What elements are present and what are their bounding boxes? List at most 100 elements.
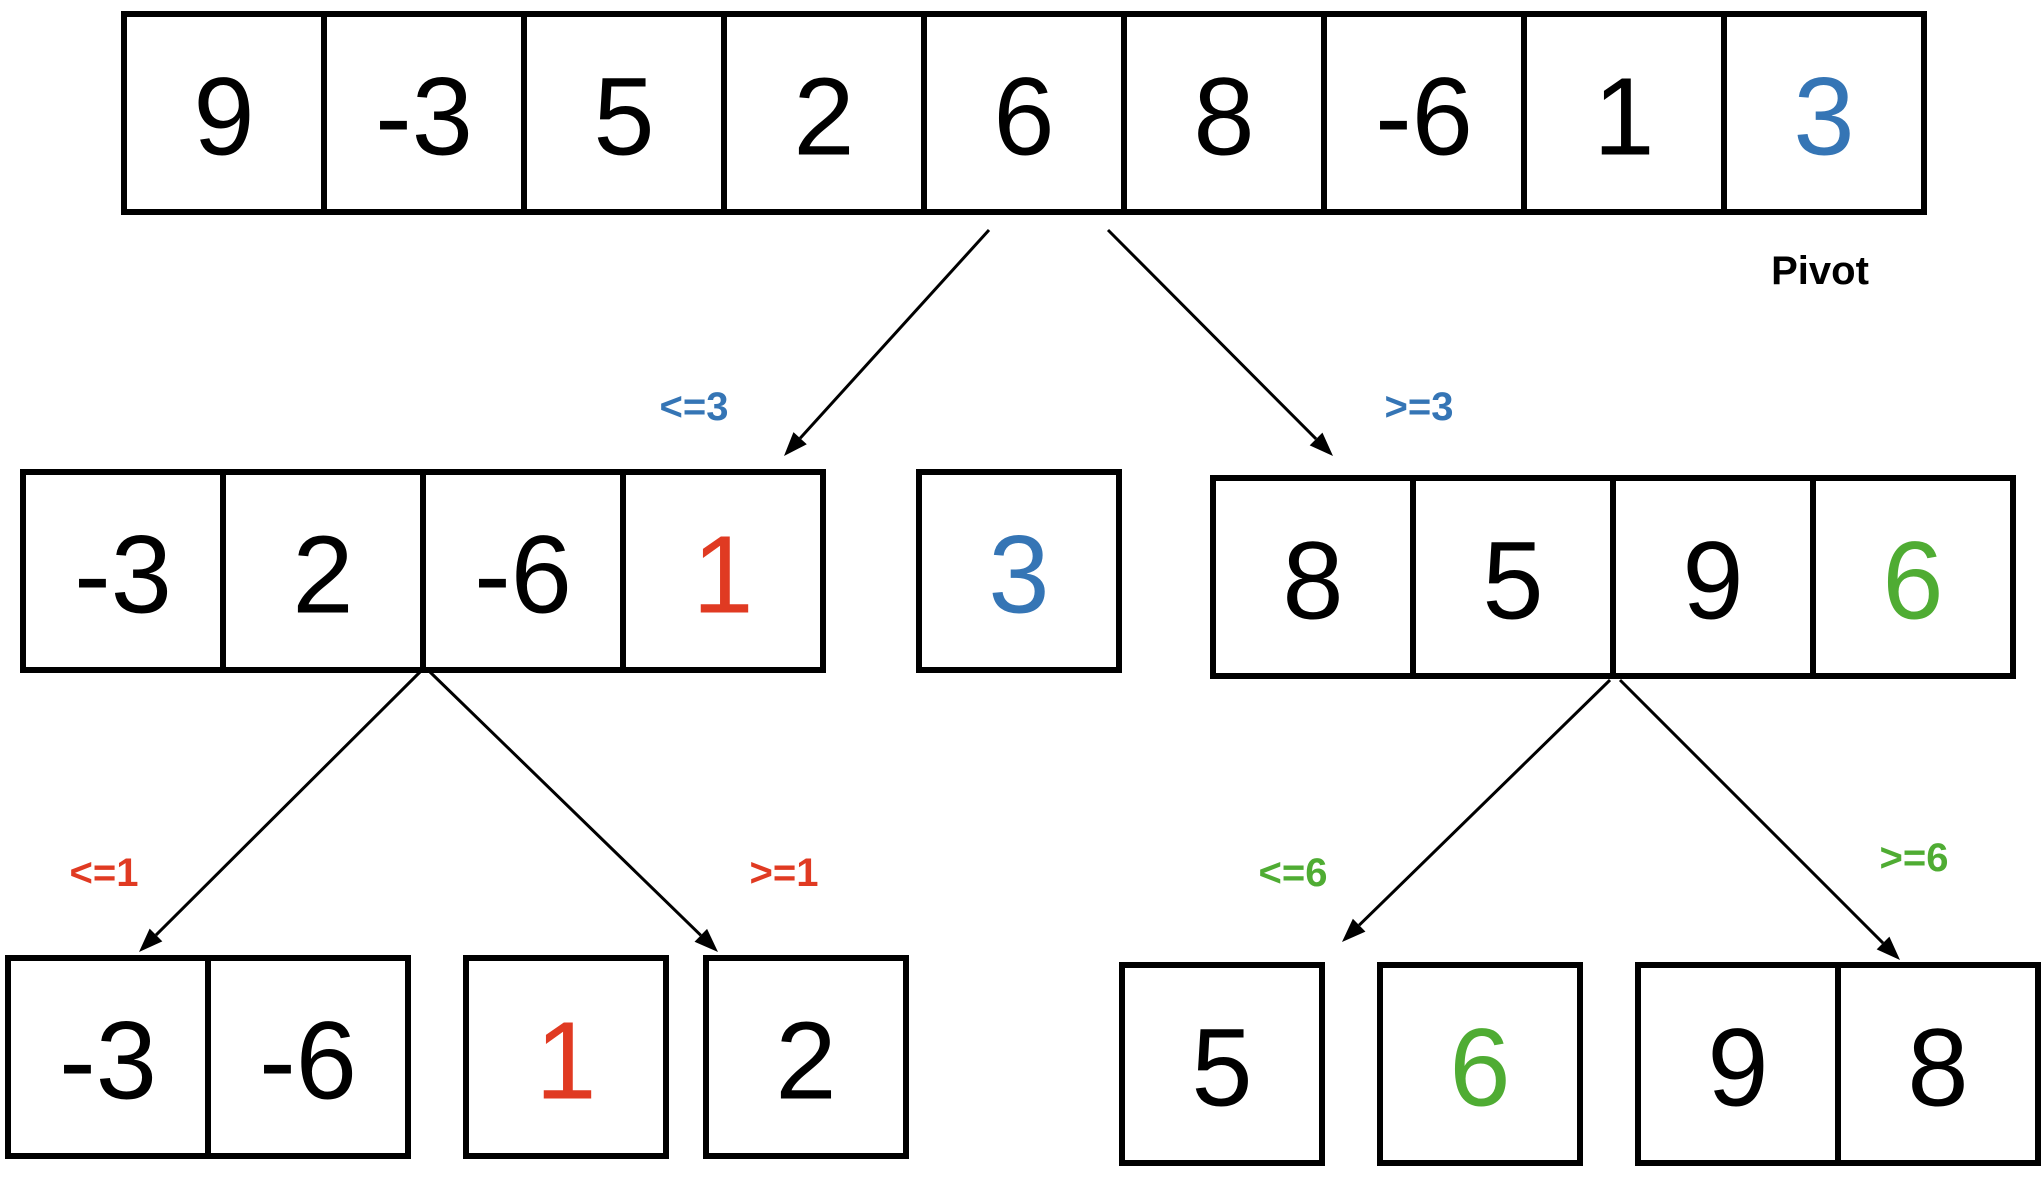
cell-value: 2 bbox=[793, 56, 854, 179]
cell-value: 2 bbox=[775, 1000, 836, 1123]
arrows bbox=[139, 228, 1900, 960]
cell-value: 9 bbox=[1707, 1007, 1768, 1130]
arrow-to-left-left-partition bbox=[139, 670, 422, 952]
right-left-partition: 5 bbox=[1119, 962, 1325, 1166]
cell-value: 6 bbox=[993, 56, 1054, 179]
arrowhead-icon bbox=[694, 928, 718, 952]
left-right-partition: 2 bbox=[703, 955, 909, 1159]
cell-box bbox=[205, 955, 411, 1159]
cell-box bbox=[1321, 11, 1527, 215]
array-cell: -6 bbox=[205, 955, 411, 1159]
cell-value: 8 bbox=[1282, 520, 1343, 643]
cell-value: 6 bbox=[1882, 520, 1943, 643]
cell-box bbox=[1410, 475, 1616, 679]
cell-value: -6 bbox=[474, 514, 572, 637]
cell-box bbox=[1377, 962, 1583, 1166]
cell-box bbox=[1610, 475, 1816, 679]
array-cell: 6 bbox=[1810, 475, 2016, 679]
cell-box bbox=[1635, 962, 1841, 1166]
cell-box bbox=[1121, 11, 1327, 215]
right-partition: 8 5 9 6 bbox=[1210, 475, 2016, 679]
arrow-to-left-partition bbox=[784, 228, 991, 456]
pivot-label: Pivot bbox=[1771, 249, 1869, 293]
cell-box bbox=[921, 11, 1127, 215]
arrow-line bbox=[1358, 678, 1612, 927]
cell-box bbox=[463, 955, 669, 1159]
cell-value: 5 bbox=[593, 56, 654, 179]
cell-box bbox=[521, 11, 727, 215]
le-3-label: <=3 bbox=[660, 385, 729, 429]
cell-box bbox=[916, 469, 1122, 673]
cell-value: -6 bbox=[259, 1000, 357, 1123]
pivot-3: 3 bbox=[916, 469, 1122, 673]
cell-value: 5 bbox=[1482, 520, 1543, 643]
array-cell: 8 bbox=[1210, 475, 1416, 679]
ge-6-label: >=6 bbox=[1880, 836, 1949, 880]
array-cell: 1 bbox=[1521, 11, 1727, 215]
cell-value: -6 bbox=[1375, 56, 1473, 179]
cell-value: 1 bbox=[535, 1000, 596, 1123]
cell-value: 3 bbox=[1793, 56, 1854, 179]
cell-value: 6 bbox=[1449, 1007, 1510, 1130]
cell-box bbox=[1835, 962, 2041, 1166]
pivot-6: 6 bbox=[1377, 962, 1583, 1166]
le-1-label: <=1 bbox=[70, 851, 139, 895]
pivot-1: 1 bbox=[463, 955, 669, 1159]
cell-value: -3 bbox=[74, 514, 172, 637]
cell-box bbox=[1210, 475, 1416, 679]
array-cell: -3 bbox=[321, 11, 527, 215]
cell-value: 9 bbox=[1682, 520, 1743, 643]
ge-3-label: >=3 bbox=[1385, 385, 1454, 429]
array-cell: 1 bbox=[463, 955, 669, 1159]
array-cell: 9 bbox=[1635, 962, 1841, 1166]
arrow-line bbox=[154, 670, 422, 937]
cell-box bbox=[220, 469, 426, 673]
arrow-line bbox=[1106, 228, 1318, 441]
cell-box bbox=[5, 955, 211, 1159]
array-cell: 6 bbox=[921, 11, 1127, 215]
cell-box bbox=[1119, 962, 1325, 1166]
cell-value: 2 bbox=[292, 514, 353, 637]
arrow-to-right-right-partition bbox=[1618, 678, 1900, 960]
array-cell: 3 bbox=[916, 469, 1122, 673]
arrowhead-icon bbox=[1309, 432, 1333, 456]
ge-1-label: >=1 bbox=[750, 851, 819, 895]
cell-value: 8 bbox=[1907, 1007, 1968, 1130]
labels: Pivot <=3 >=3 <=1 >=1 <=6 >=6 bbox=[70, 249, 1949, 895]
array-cell: 9 bbox=[121, 11, 327, 215]
array-cell: 2 bbox=[220, 469, 426, 673]
cell-box bbox=[321, 11, 527, 215]
arrow-line bbox=[799, 228, 991, 440]
arrow-to-right-partition bbox=[1106, 228, 1333, 456]
arrowhead-icon bbox=[784, 432, 807, 456]
array-cell: 6 bbox=[1377, 962, 1583, 1166]
cell-box bbox=[620, 469, 826, 673]
array-cell: 3 bbox=[1721, 11, 1927, 215]
arrow-to-left-right-partition bbox=[428, 670, 718, 952]
array-cell: -3 bbox=[20, 469, 226, 673]
cell-value: 3 bbox=[988, 514, 1049, 637]
arrow-line bbox=[428, 670, 702, 937]
array-cell: 5 bbox=[1119, 962, 1325, 1166]
cell-value: 5 bbox=[1191, 1007, 1252, 1130]
cell-value: -3 bbox=[59, 1000, 157, 1123]
arrow-to-right-left-partition bbox=[1342, 678, 1612, 942]
arrowhead-icon bbox=[139, 928, 163, 952]
cell-value: 9 bbox=[193, 56, 254, 179]
array-cell: -6 bbox=[1321, 11, 1527, 215]
array-cell: 8 bbox=[1121, 11, 1327, 215]
left-left-partition: -3 -6 bbox=[5, 955, 411, 1159]
cell-box bbox=[1721, 11, 1927, 215]
cell-box bbox=[1810, 475, 2016, 679]
arrowhead-icon bbox=[1876, 936, 1900, 960]
cell-box bbox=[20, 469, 226, 673]
array-cell: 8 bbox=[1835, 962, 2041, 1166]
array-cell: -3 bbox=[5, 955, 211, 1159]
cell-value: -3 bbox=[375, 56, 473, 179]
array-cell: 9 bbox=[1610, 475, 1816, 679]
le-6-label: <=6 bbox=[1259, 851, 1328, 895]
